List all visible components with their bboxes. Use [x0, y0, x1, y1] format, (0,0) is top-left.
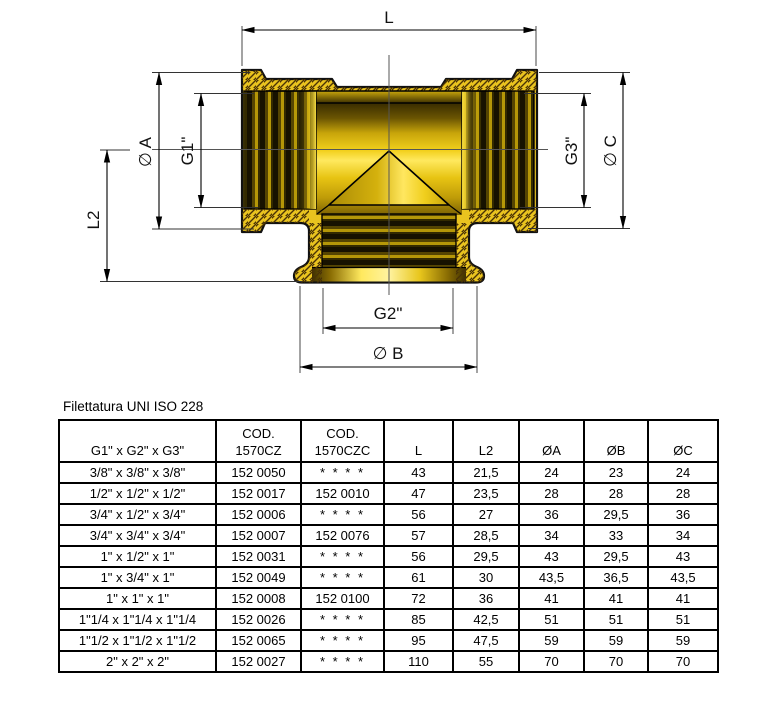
hatched-sections	[242, 70, 537, 283]
col-header-cod-1570czc: COD. 1570CZC	[300, 419, 385, 463]
center-lines	[152, 55, 548, 295]
extension-lines	[100, 26, 630, 373]
table-row: 1"1/2 x 1"1/2 x 1"1/2 152 0065 * * * * 9…	[58, 629, 719, 652]
spec-table: G1" x G2" x G3" COD. 1570CZ COD. 1570CZC…	[58, 419, 719, 673]
table-row: 1"1/4 x 1"1/4 x 1"1/4 152 0026 * * * * 8…	[58, 608, 719, 631]
col-header-L2: L2	[452, 419, 520, 463]
dim-label-L2: L2	[84, 211, 103, 230]
table-row: 1" x 3/4" x 1" 152 0049 * * * * 61 30 43…	[58, 566, 719, 589]
col-header-cod-1570cz: COD. 1570CZ	[215, 419, 302, 463]
cod1-line2: 1570CZ	[235, 443, 282, 458]
cod2-line1: COD.	[326, 426, 359, 441]
cod1-line1: COD.	[242, 426, 275, 441]
dimensions: L ∅ A G1" L2 G3" ∅ C G2" ∅ B	[84, 8, 630, 373]
dim-label-G2: G2"	[374, 304, 403, 323]
cone-edge-left	[316, 204, 330, 215]
dim-label-G3: G3"	[562, 137, 581, 166]
dim-label-G1: G1"	[178, 137, 197, 166]
col-header-size: G1" x G2" x G3"	[58, 419, 217, 463]
table-row: 2" x 2" x 2" 152 0027 * * * * 110 55 70 …	[58, 650, 719, 673]
table-row: 1" x 1" x 1" 152 0008 152 0100 72 36 41 …	[58, 587, 719, 610]
table-row: 3/4" x 1/2" x 3/4" 152 0006 * * * * 56 2…	[58, 503, 719, 526]
header-row: G1" x G2" x G3" COD. 1570CZ COD. 1570CZC…	[58, 419, 719, 463]
table-row: 3/4" x 3/4" x 3/4" 152 0007 152 0076 57 …	[58, 524, 719, 547]
dim-label-phiA: ∅ A	[136, 136, 155, 167]
col-header-L: L	[383, 419, 454, 463]
tee-fitting-technical-drawing: L ∅ A G1" L2 G3" ∅ C G2" ∅ B	[84, 8, 630, 373]
cod2-line2: 1570CZC	[314, 443, 371, 458]
col-header-dA: ØA	[518, 419, 585, 463]
col-header-dC: ØC	[647, 419, 719, 463]
dim-label-phiB: ∅ B	[373, 344, 404, 363]
col-header-dB: ØB	[583, 419, 649, 463]
dim-label-L: L	[384, 8, 393, 27]
table-row: 1/2" x 1/2" x 1/2" 152 0017 152 0010 47 …	[58, 482, 719, 505]
dimension-lines	[103, 26, 627, 371]
table-row: 1" x 1/2" x 1" 152 0031 * * * * 56 29,5 …	[58, 545, 719, 568]
table-title: Filettatura UNI ISO 228	[63, 399, 204, 414]
dim-label-phiC: ∅ C	[601, 135, 620, 167]
table-row: 3/8" x 3/8" x 3/8" 152 0050 * * * * 43 2…	[58, 461, 719, 484]
cone-edge-right	[448, 204, 462, 215]
